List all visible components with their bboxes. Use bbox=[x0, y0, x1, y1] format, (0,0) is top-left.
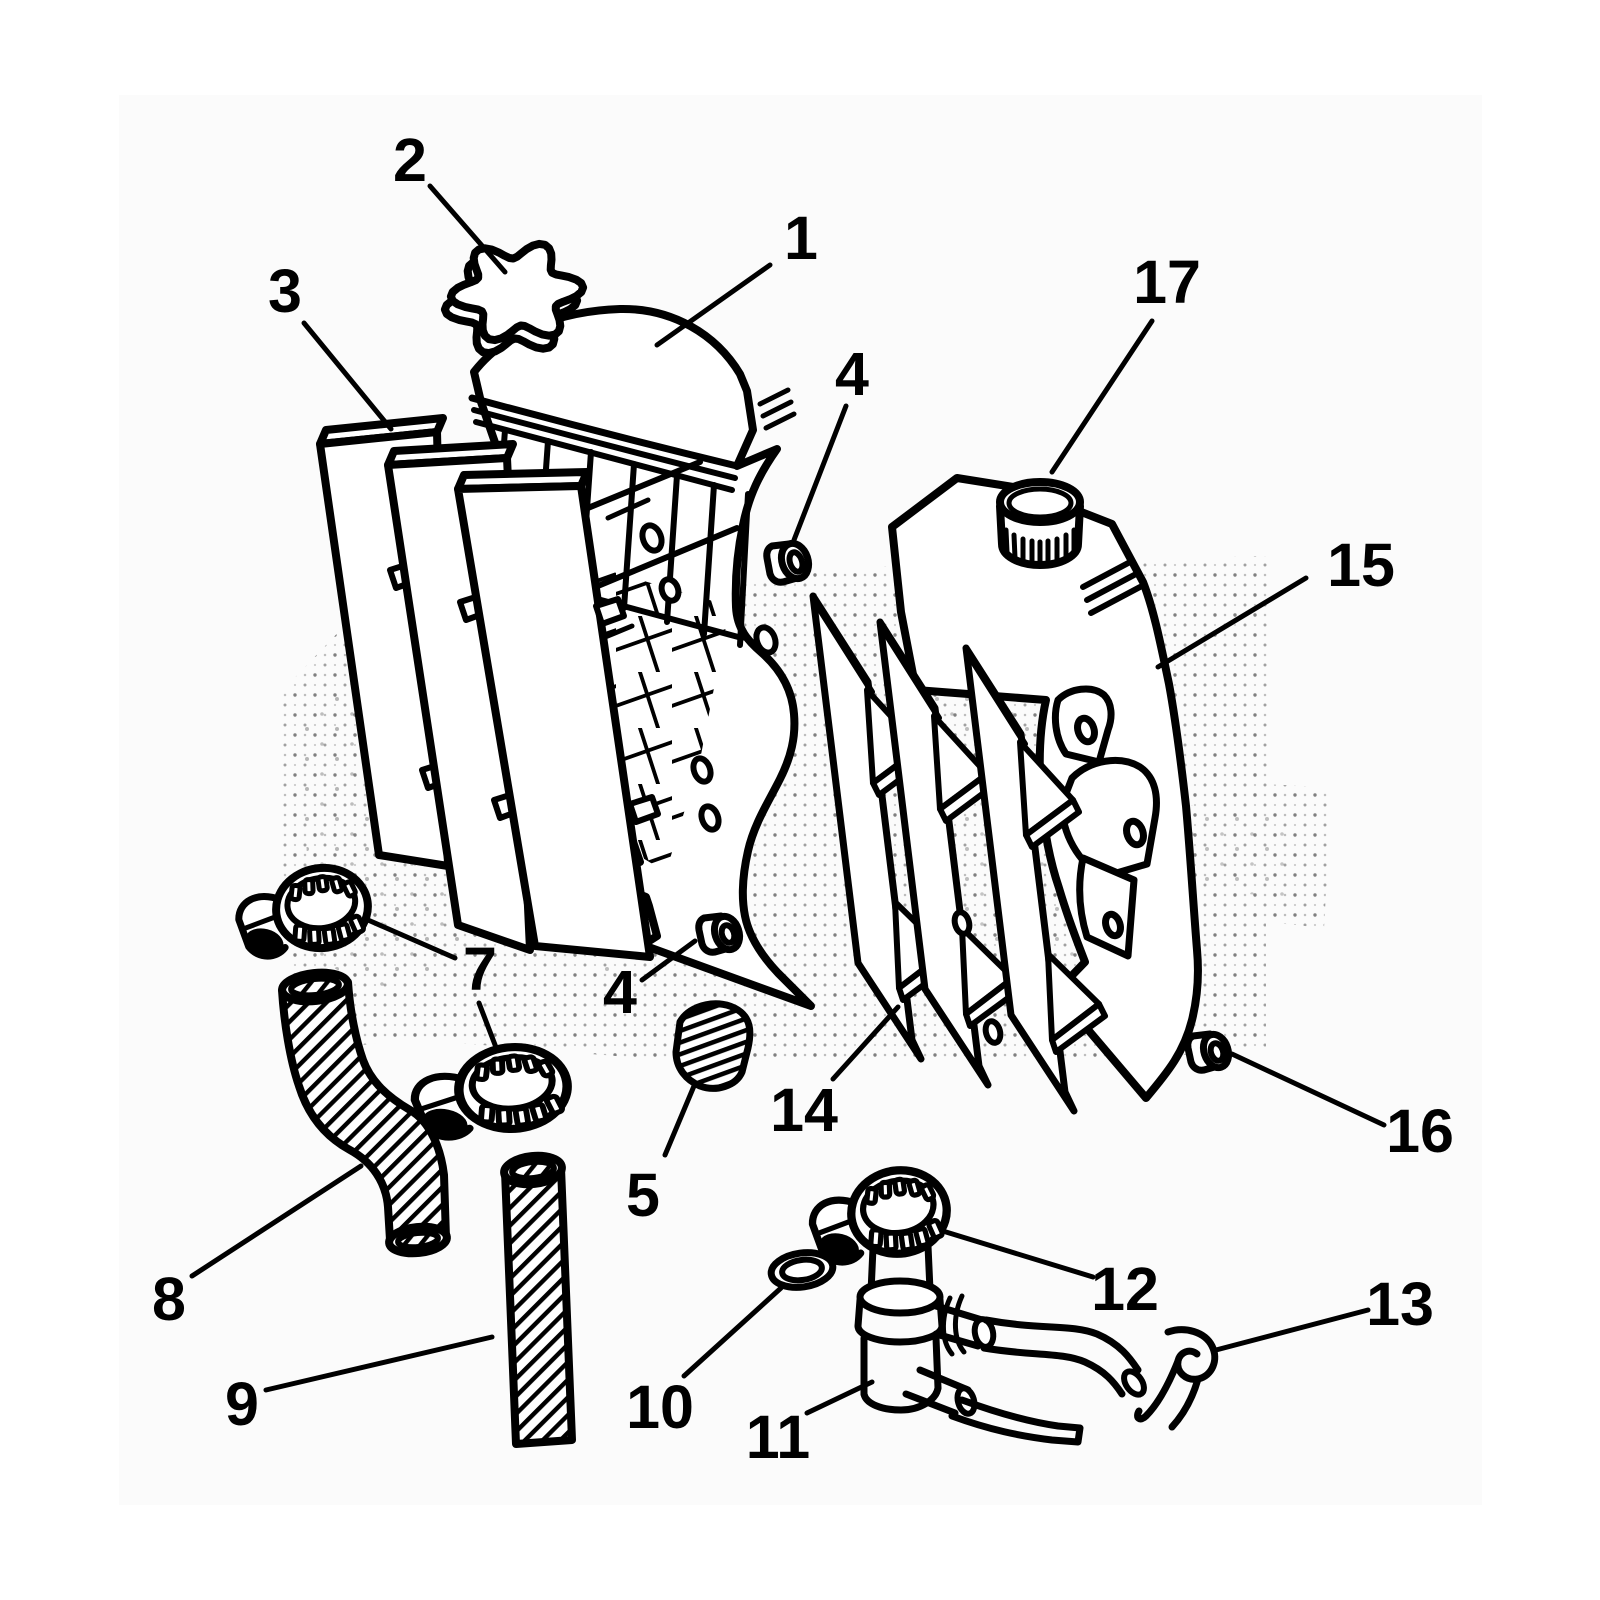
svg-text:15: 15 bbox=[1327, 531, 1395, 599]
svg-text:12: 12 bbox=[1091, 1255, 1159, 1323]
svg-text:2: 2 bbox=[393, 126, 427, 194]
svg-text:17: 17 bbox=[1133, 248, 1201, 316]
svg-text:8: 8 bbox=[152, 1265, 186, 1333]
svg-text:14: 14 bbox=[770, 1076, 838, 1144]
svg-text:13: 13 bbox=[1366, 1270, 1434, 1338]
svg-text:4: 4 bbox=[603, 958, 637, 1026]
svg-text:5: 5 bbox=[626, 1161, 660, 1229]
svg-text:7: 7 bbox=[463, 935, 497, 1003]
svg-text:9: 9 bbox=[225, 1370, 259, 1438]
svg-text:11: 11 bbox=[746, 1403, 811, 1471]
svg-text:10: 10 bbox=[626, 1373, 694, 1441]
svg-text:16: 16 bbox=[1386, 1097, 1454, 1165]
svg-text:1: 1 bbox=[784, 204, 818, 272]
svg-text:4: 4 bbox=[835, 340, 869, 408]
svg-text:3: 3 bbox=[268, 257, 302, 325]
